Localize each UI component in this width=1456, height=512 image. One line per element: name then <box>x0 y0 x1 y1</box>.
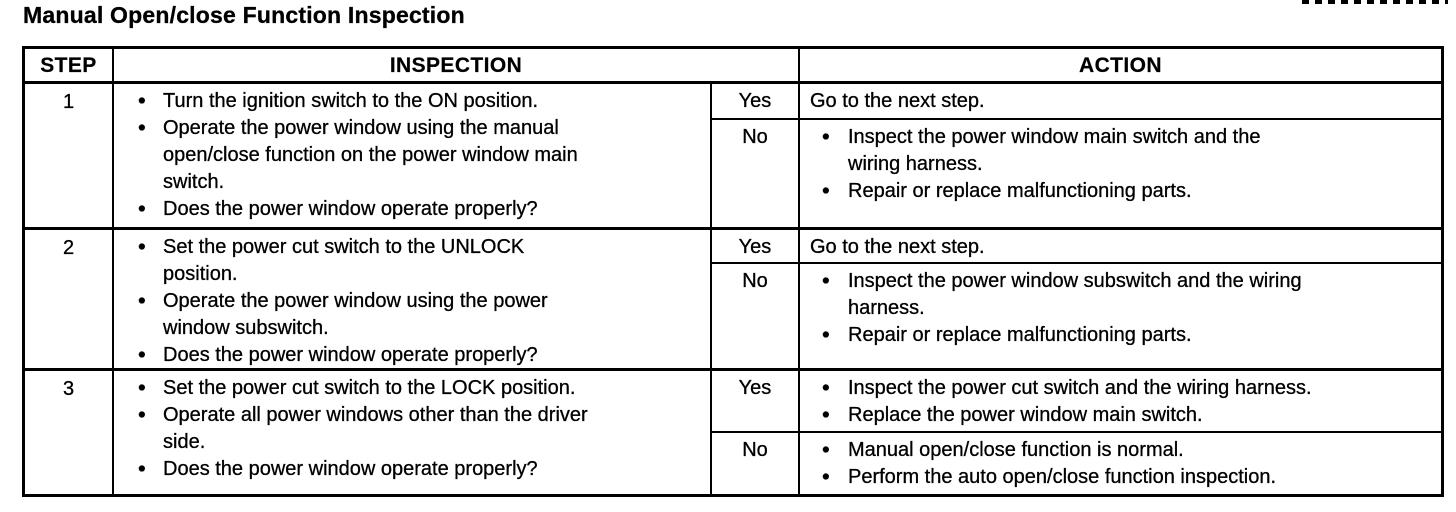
cropped-print-marks <box>1302 0 1448 4</box>
column-header-step: STEP <box>25 49 114 84</box>
bullet-icon <box>822 321 830 350</box>
list-item: Set the power cut switch to the UNLOCK p… <box>114 234 704 288</box>
column-header-inspection: INSPECTION <box>114 49 800 84</box>
action-cell-yes: Go to the next step. <box>800 230 1441 264</box>
bullet-icon <box>138 401 146 430</box>
list-item: Does the power window operate properly? <box>114 341 704 368</box>
list-item-text: Manual open/close function is normal. <box>848 439 1184 461</box>
list-item-text: Inspect the power window main switch and… <box>848 126 1261 175</box>
list-item-text: Repair or replace malfunctioning parts. <box>848 324 1192 346</box>
answer-yes: Yes <box>712 371 800 433</box>
bullet-icon <box>138 87 146 116</box>
list-item-text: Inspect the power window subswitch and t… <box>848 270 1302 319</box>
action-cell-yes: Inspect the power cut switch and the wir… <box>800 371 1441 433</box>
step-number: 1 <box>25 84 114 230</box>
list-item: Perform the auto open/close function ins… <box>800 464 1435 491</box>
action-list: Inspect the power window main switch and… <box>800 120 1441 205</box>
bullet-icon <box>138 195 146 224</box>
list-item: Inspect the power window subswitch and t… <box>800 268 1435 322</box>
list-item: Operate all power windows other than the… <box>114 402 704 456</box>
list-item: Replace the power window main switch. <box>800 402 1435 429</box>
list-item: Does the power window operate properly? <box>114 196 704 223</box>
bullet-icon <box>822 123 830 152</box>
bullet-icon <box>138 374 146 403</box>
step-number: 3 <box>25 371 114 494</box>
answer-no: No <box>712 264 800 371</box>
list-item: Inspect the power cut switch and the wir… <box>800 375 1435 402</box>
bullet-icon <box>822 267 830 296</box>
list-item-text: Set the power cut switch to the UNLOCK p… <box>163 236 525 285</box>
list-item-text: Turn the ignition switch to the ON posit… <box>163 90 538 112</box>
list-item: Repair or replace malfunctioning parts. <box>800 178 1435 205</box>
answer-yes: Yes <box>712 230 800 264</box>
list-item-text: Operate the power window using the power… <box>163 290 548 339</box>
bullet-icon <box>822 374 830 403</box>
list-item: Manual open/close function is normal. <box>800 437 1435 464</box>
answer-no: No <box>712 120 800 230</box>
page-title: Manual Open/close Function Inspection <box>23 2 465 28</box>
action-cell-yes: Go to the next step. <box>800 84 1441 120</box>
list-item-text: Perform the auto open/close function ins… <box>848 466 1277 488</box>
bullet-icon <box>138 455 146 484</box>
list-item: Set the power cut switch to the LOCK pos… <box>114 375 704 402</box>
list-item: Turn the ignition switch to the ON posit… <box>114 88 704 115</box>
list-item: Does the power window operate properly? <box>114 456 704 483</box>
bullet-icon <box>822 436 830 465</box>
answer-yes: Yes <box>712 84 800 120</box>
inspection-cell: Set the power cut switch to the UNLOCK p… <box>114 230 712 371</box>
inspection-table: STEP INSPECTION ACTION 1 Turn the igniti… <box>22 46 1444 497</box>
list-item-text: Inspect the power cut switch and the wir… <box>848 377 1312 399</box>
bullet-icon <box>138 341 146 368</box>
list-item-text: Replace the power window main switch. <box>848 404 1203 426</box>
action-list: Inspect the power window subswitch and t… <box>800 264 1441 349</box>
bullet-icon <box>822 463 830 492</box>
list-item: Repair or replace malfunctioning parts. <box>800 322 1435 349</box>
inspection-list: Set the power cut switch to the LOCK pos… <box>114 371 710 483</box>
column-header-action: ACTION <box>800 49 1441 84</box>
list-item-text: Operate all power windows other than the… <box>163 404 588 453</box>
bullet-icon <box>138 233 146 262</box>
list-item-text: Does the power window operate properly? <box>163 198 538 220</box>
inspection-list: Turn the ignition switch to the ON posit… <box>114 84 710 223</box>
inspection-cell: Turn the ignition switch to the ON posit… <box>114 84 712 230</box>
bullet-icon <box>822 401 830 430</box>
list-item-text: Operate the power window using the manua… <box>163 117 578 193</box>
inspection-list: Set the power cut switch to the UNLOCK p… <box>114 230 710 368</box>
list-item: Inspect the power window main switch and… <box>800 124 1435 178</box>
inspection-cell: Set the power cut switch to the LOCK pos… <box>114 371 712 494</box>
list-item-text: Set the power cut switch to the LOCK pos… <box>163 377 576 399</box>
action-list: Inspect the power cut switch and the wir… <box>800 371 1441 429</box>
bullet-icon <box>138 114 146 143</box>
list-item-text: Repair or replace malfunctioning parts. <box>848 180 1192 202</box>
action-cell-no: Inspect the power window subswitch and t… <box>800 264 1441 371</box>
action-list: Manual open/close function is normal. Pe… <box>800 433 1441 491</box>
action-cell-no: Inspect the power window main switch and… <box>800 120 1441 230</box>
list-item: Operate the power window using the power… <box>114 288 704 342</box>
bullet-icon <box>822 177 830 206</box>
answer-no: No <box>712 433 800 494</box>
bullet-icon <box>138 287 146 316</box>
list-item-text: Does the power window operate properly? <box>163 344 538 366</box>
list-item: Operate the power window using the manua… <box>114 115 704 196</box>
action-cell-no: Manual open/close function is normal. Pe… <box>800 433 1441 494</box>
list-item-text: Does the power window operate properly? <box>163 458 538 480</box>
step-number: 2 <box>25 230 114 371</box>
